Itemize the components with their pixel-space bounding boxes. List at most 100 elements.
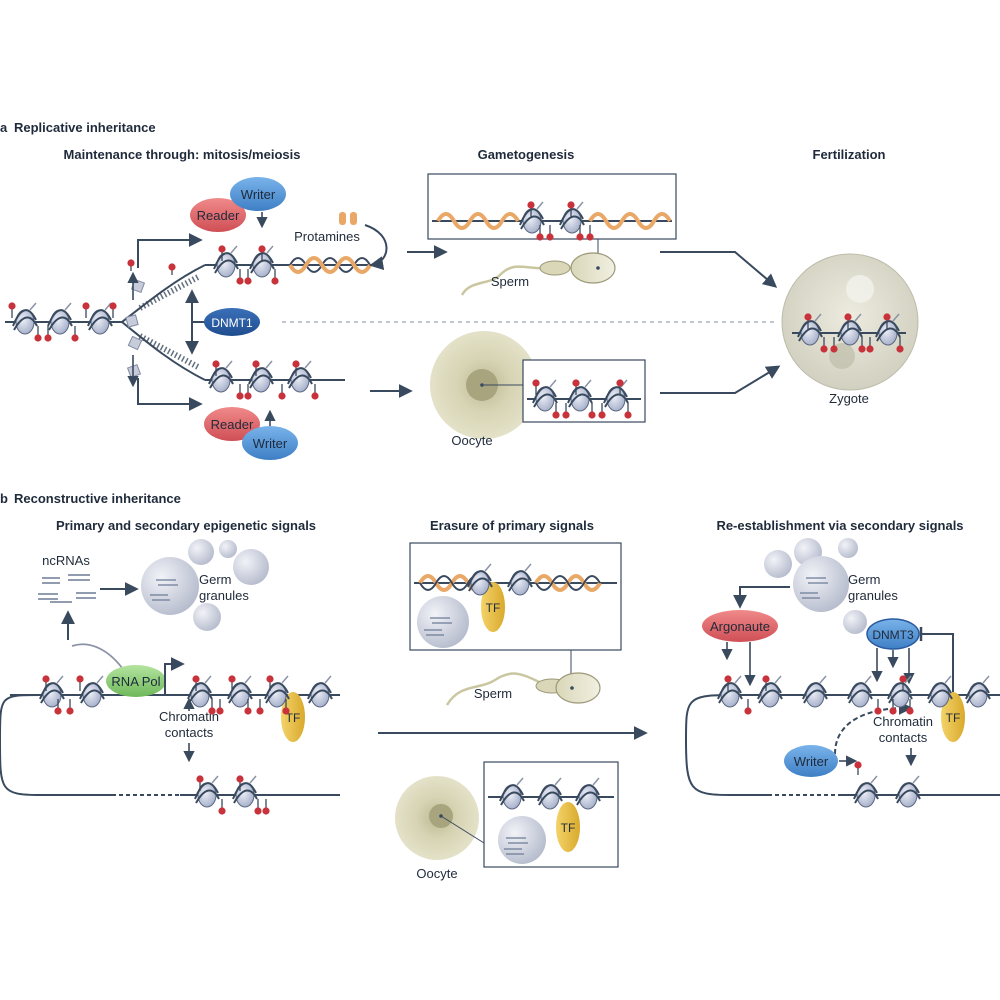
nucleosome — [519, 201, 545, 234]
chromatin-contacts-left-2: contacts — [165, 725, 214, 740]
panel-b-col2-title: Erasure of primary signals — [430, 518, 594, 533]
methyl-mark — [82, 302, 90, 318]
nucleosome — [965, 675, 991, 708]
methyl-mark — [266, 675, 274, 691]
nucleosome — [187, 675, 213, 708]
tf-right: TF — [941, 692, 965, 742]
methyl-mark — [762, 675, 770, 691]
tf-left-label: TF — [286, 711, 301, 725]
nucleosome — [717, 675, 743, 708]
methyl-mark — [527, 201, 535, 217]
ncrnas-label: ncRNAs — [42, 553, 90, 568]
nucleosome — [248, 360, 274, 393]
ncrna-molecules — [38, 574, 96, 603]
dnmt3-label: DNMT3 — [872, 628, 914, 642]
sperm-chromatin-inset — [427, 173, 677, 262]
methyl-mark — [854, 761, 862, 775]
rna-polymerase: RNA Pol — [106, 665, 166, 697]
nucleosome — [467, 563, 493, 596]
methyl-mark — [858, 337, 866, 353]
nucleosome — [507, 563, 533, 596]
methyl-mark — [208, 699, 216, 715]
tf-middle-top-label: TF — [486, 601, 501, 615]
methyl-mark — [866, 337, 874, 353]
nucleosome — [87, 302, 113, 335]
methyl-mark — [586, 225, 594, 241]
writer-right: Writer — [784, 745, 838, 777]
dnmt1-enzyme: DNMT1 — [204, 308, 260, 336]
nucleosome — [47, 302, 73, 335]
methyl-mark — [536, 225, 544, 241]
rna-pol-label: RNA Pol — [111, 674, 160, 689]
methyl-mark — [254, 799, 262, 815]
writer-top-label: Writer — [241, 187, 276, 202]
panel-b-letter: b — [0, 491, 8, 506]
argonaute-protein: Argonaute — [702, 610, 778, 642]
tf-middle-bottom-label: TF — [561, 821, 576, 835]
tf-left: TF — [281, 692, 305, 742]
methyl-mark — [567, 201, 575, 217]
panel-a-col1-title: Maintenance through: mitosis/meiosis — [64, 147, 301, 162]
germ-granules-right-label-1: Germ — [848, 572, 881, 587]
sperm-label-a: Sperm — [491, 274, 529, 289]
panel-a-col3-title: Fertilization — [813, 147, 886, 162]
germ-granules-left — [141, 539, 269, 631]
protamine-molecules — [339, 212, 357, 225]
methyl-mark — [804, 313, 812, 329]
methyl-mark — [262, 799, 270, 815]
nucleosome — [532, 379, 558, 412]
oocyte-label-a: Oocyte — [451, 433, 492, 448]
reader-top-label: Reader — [197, 208, 240, 223]
methyl-mark — [236, 269, 244, 285]
nucleosomes — [12, 201, 991, 810]
methyl-mark — [562, 403, 570, 419]
arrow-granules-to-argonaute — [733, 586, 790, 609]
zygote-label: Zygote — [829, 391, 869, 406]
sperm-cell-b — [445, 672, 601, 706]
writer-top: Writer — [230, 177, 286, 211]
nucleosome — [887, 675, 913, 708]
chromatin-contacts-right-1: Chromatin — [873, 714, 933, 729]
oocyte-cell-b — [395, 776, 485, 860]
tf-middle-bottom: TF — [556, 802, 580, 852]
nucleosome — [802, 675, 828, 708]
nucleosome — [537, 777, 563, 810]
nucleosome — [559, 201, 585, 234]
dnmt1-label: DNMT1 — [211, 316, 253, 330]
methyl-mark — [236, 775, 244, 791]
methyl-mark — [576, 225, 584, 241]
sperm-label-b: Sperm — [474, 686, 512, 701]
methyl-mark — [844, 313, 852, 329]
protamines-label: Protamines — [294, 229, 360, 244]
methyl-mark — [624, 403, 632, 419]
writer-right-label: Writer — [794, 754, 829, 769]
panel-a-title: Replicative inheritance — [14, 120, 156, 135]
writer-bottom: Writer — [242, 426, 298, 460]
methyl-mark — [724, 675, 732, 691]
nucleosome — [227, 675, 253, 708]
methyl-mark — [168, 263, 176, 275]
methyl-mark — [34, 326, 42, 342]
methyl-mark — [8, 302, 16, 318]
nucleosome — [194, 775, 220, 808]
methyl-mark — [218, 245, 226, 261]
methyl-mark — [228, 675, 236, 691]
arrow-sperm-to-zygote — [660, 251, 778, 288]
nucleosome — [39, 675, 65, 708]
panel-b-col1-title: Primary and secondary epigenetic signals — [56, 518, 316, 533]
nucleosome — [232, 775, 258, 808]
nucleosome — [895, 775, 921, 808]
nucleosome — [12, 302, 38, 335]
methyl-mark — [532, 379, 540, 395]
methyl-mark — [66, 699, 74, 715]
nucleosome — [208, 360, 234, 393]
writer-bottom-label: Writer — [253, 436, 288, 451]
methyl-mark — [192, 675, 200, 691]
methyl-mark — [572, 379, 580, 395]
arrow-oocyte-to-zygote — [660, 365, 781, 394]
nucleosome — [575, 777, 601, 810]
nucleosome — [757, 675, 783, 708]
nucleosome — [853, 775, 879, 808]
methyl-mark — [820, 337, 828, 353]
